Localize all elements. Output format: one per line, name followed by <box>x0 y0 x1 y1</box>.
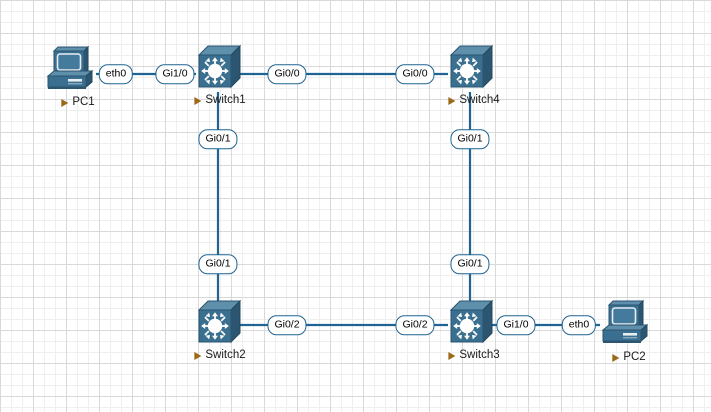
device-label-text: Switch2 <box>205 349 246 361</box>
device-label-text: Switch4 <box>459 94 500 106</box>
switch-icon[interactable] <box>195 300 241 346</box>
expand-triangle-icon[interactable] <box>612 353 620 362</box>
interface-badge[interactable]: eth0 <box>561 315 597 335</box>
device-label[interactable]: Switch1 <box>194 94 246 107</box>
interface-badge[interactable]: Gi0/0 <box>267 64 307 84</box>
device-label-text: PC1 <box>72 96 95 108</box>
interface-badge[interactable]: Gi0/1 <box>450 254 490 274</box>
interface-badge[interactable]: Gi0/2 <box>395 315 435 335</box>
device-label[interactable]: Switch3 <box>448 349 500 362</box>
device-label[interactable]: Switch4 <box>448 94 500 107</box>
interface-badge[interactable]: eth0 <box>98 64 134 84</box>
expand-triangle-icon[interactable] <box>448 96 456 105</box>
device-label[interactable]: Switch2 <box>194 349 246 362</box>
interface-badge[interactable]: Gi0/1 <box>198 254 238 274</box>
switch-icon[interactable] <box>447 300 493 346</box>
device-label-text: Switch3 <box>459 349 500 361</box>
expand-triangle-icon[interactable] <box>194 96 202 105</box>
interface-badge[interactable]: Gi0/1 <box>450 129 490 149</box>
interface-badge[interactable]: Gi0/0 <box>395 64 435 84</box>
device-label-text: Switch1 <box>205 94 246 106</box>
expand-triangle-icon[interactable] <box>448 351 456 360</box>
interface-badge[interactable]: Gi0/2 <box>267 315 307 335</box>
switch-icon[interactable] <box>195 45 241 91</box>
interface-badge[interactable]: Gi1/0 <box>155 64 195 84</box>
expand-triangle-icon[interactable] <box>194 351 202 360</box>
interface-badge[interactable]: Gi0/1 <box>198 129 238 149</box>
pc-icon[interactable] <box>44 44 96 92</box>
expand-triangle-icon[interactable] <box>61 98 69 107</box>
interface-badge[interactable]: Gi1/0 <box>496 315 536 335</box>
device-label[interactable]: PC1 <box>61 96 95 109</box>
device-label-text: PC2 <box>623 351 646 363</box>
pc-icon[interactable] <box>599 298 651 346</box>
switch-icon[interactable] <box>447 45 493 91</box>
device-label[interactable]: PC2 <box>612 351 646 364</box>
